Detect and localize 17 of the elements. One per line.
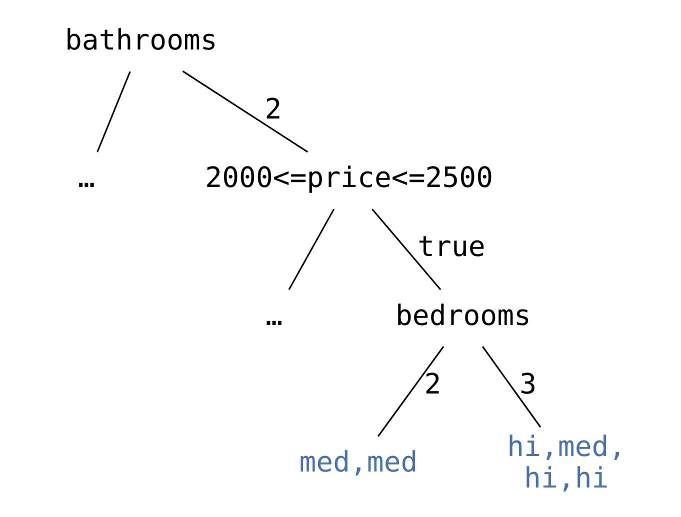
edge-label: 3 bbox=[520, 368, 537, 401]
connector bbox=[482, 346, 542, 428]
node-text: bedrooms bbox=[395, 298, 531, 332]
node-text: med,med bbox=[299, 446, 418, 479]
node-text: bathrooms bbox=[64, 24, 218, 57]
node-text: … bbox=[78, 161, 95, 194]
node-text: hi,med, hi,hi bbox=[507, 430, 626, 494]
connector bbox=[377, 346, 444, 437]
node-text: 2000<=price<=2500 bbox=[205, 161, 494, 194]
edge-label: true bbox=[418, 230, 486, 263]
connector bbox=[372, 208, 442, 290]
connector bbox=[96, 71, 131, 152]
connector bbox=[288, 208, 335, 290]
edge-label: 2 bbox=[424, 368, 442, 401]
edge-label: 2 bbox=[264, 92, 282, 126]
node-text: … bbox=[266, 298, 283, 332]
connector bbox=[182, 70, 308, 153]
